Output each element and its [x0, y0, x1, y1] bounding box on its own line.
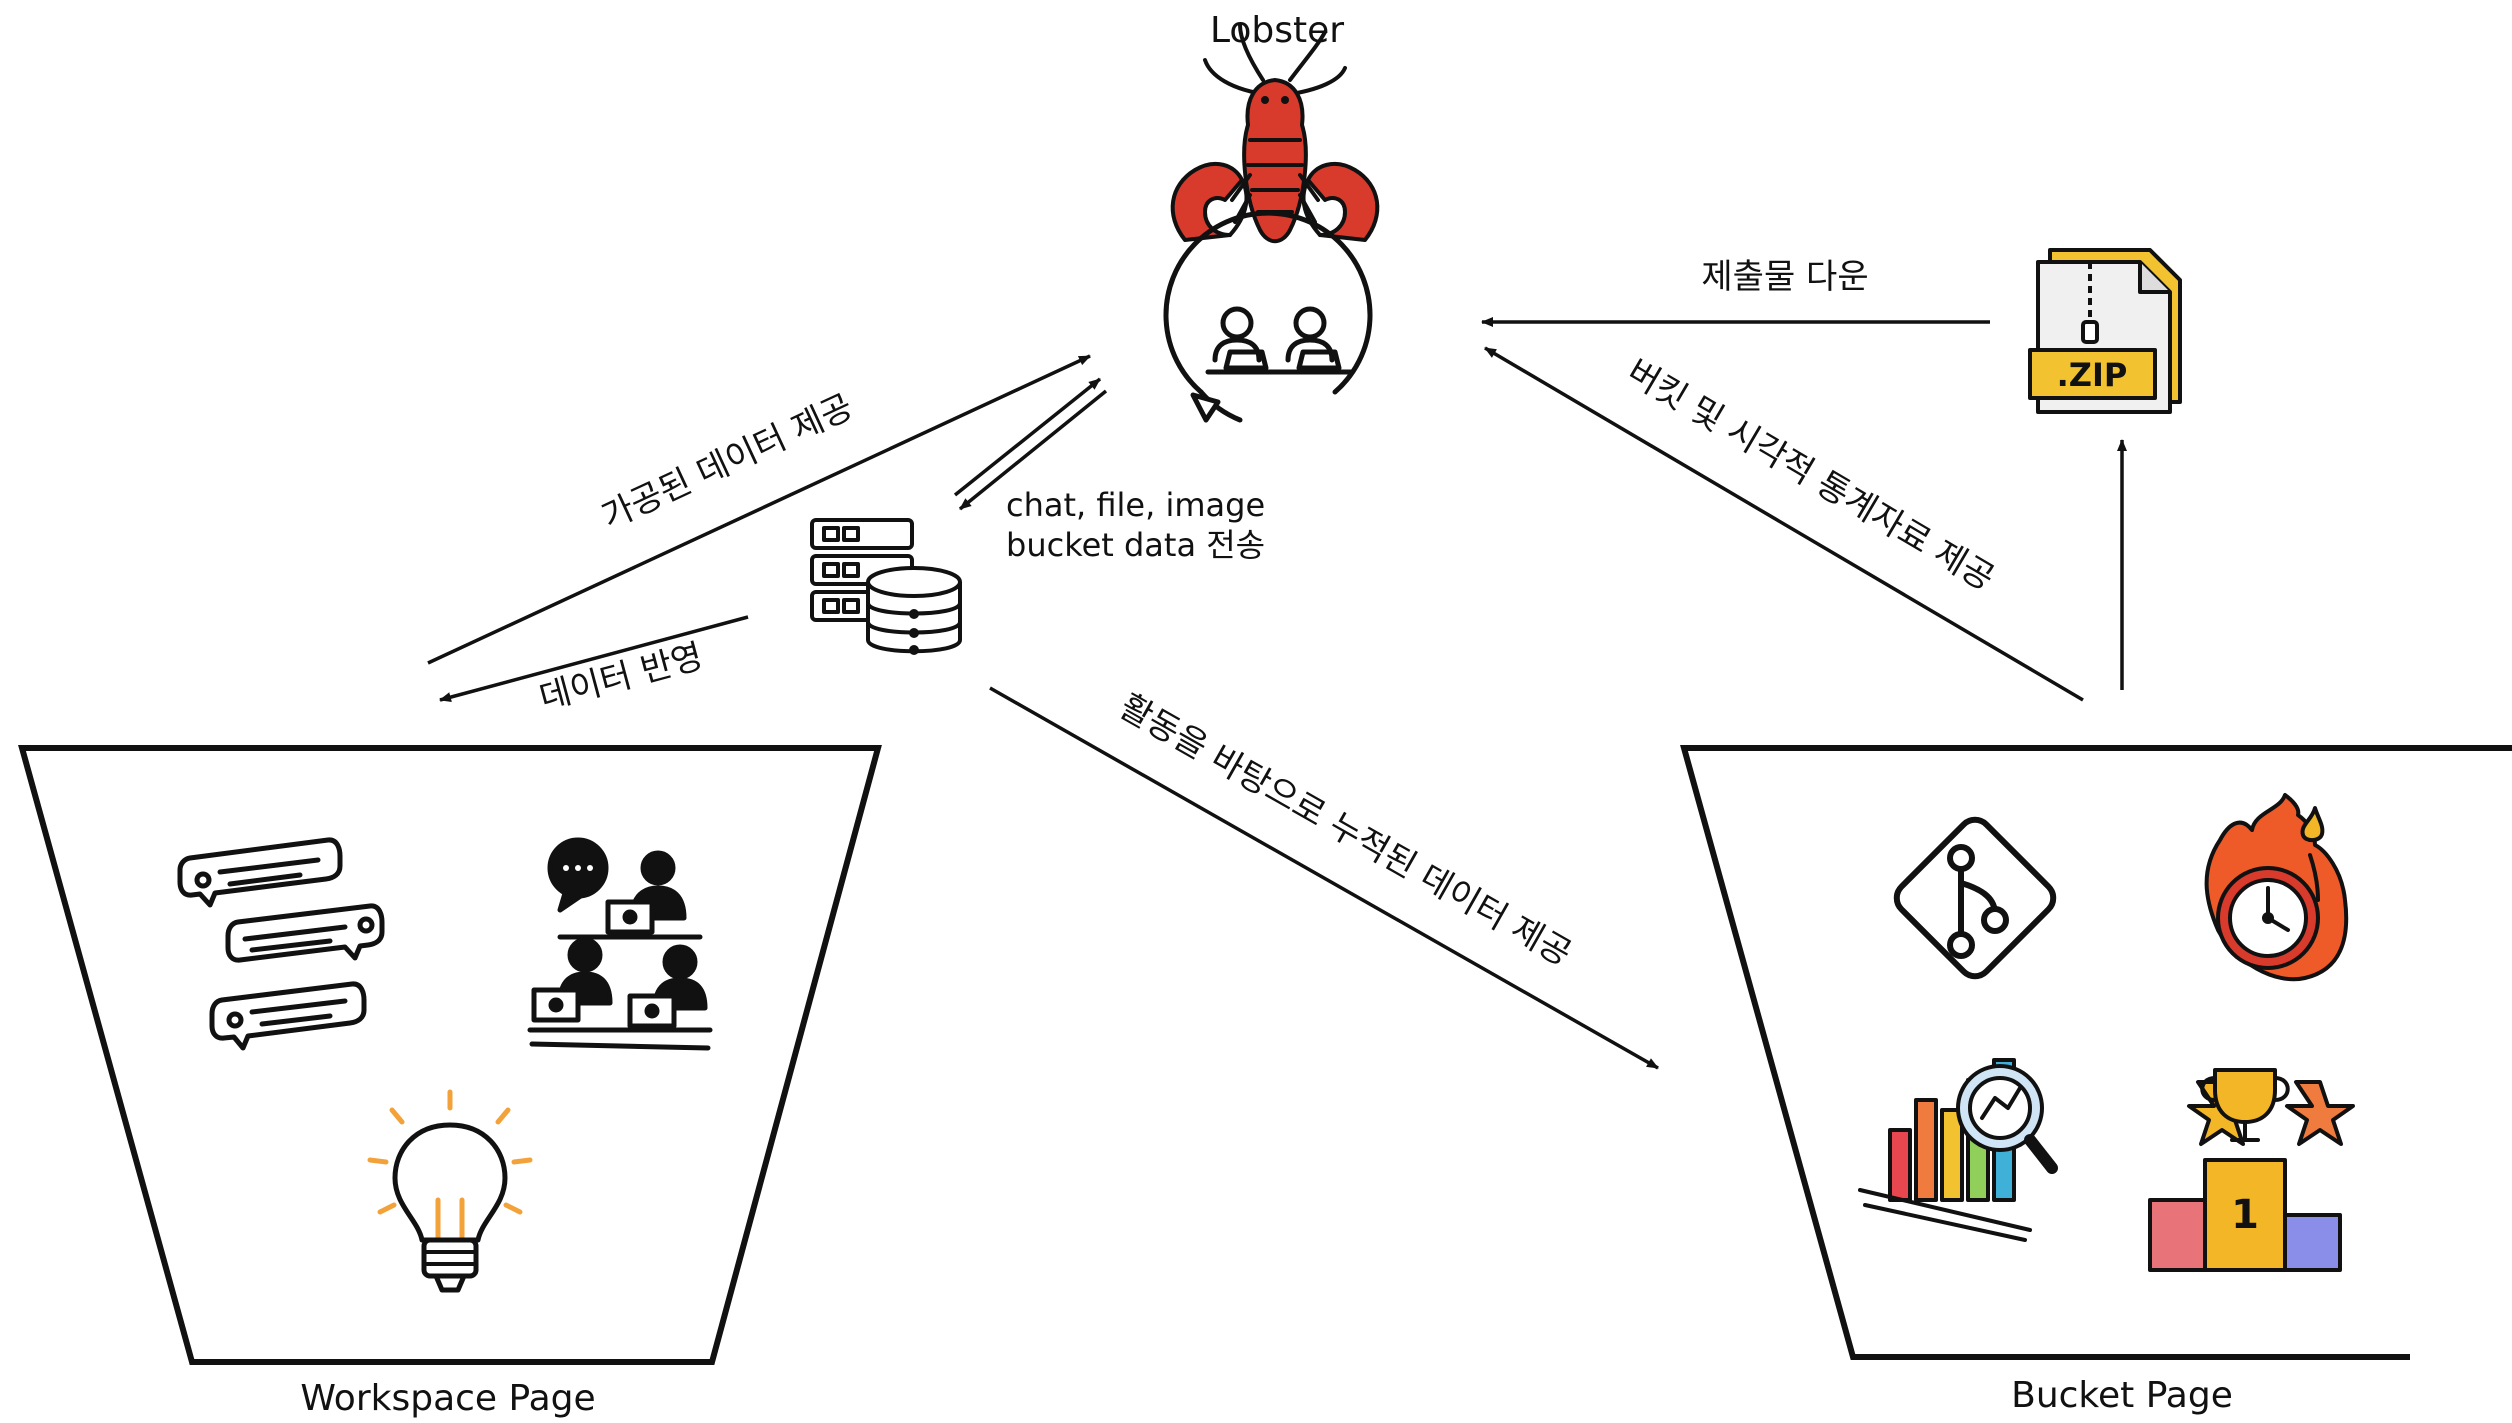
team-cycle-icon — [1163, 210, 1373, 423]
edge-transfer-arrow-down — [958, 389, 1108, 511]
edge-label-transfer-line2: bucket data 전송 — [1006, 526, 1265, 564]
svg-text:1: 1 — [2231, 1192, 2259, 1238]
edge-arrows — [427, 317, 2127, 1070]
zip-file-icon: .ZIP — [2028, 248, 2182, 414]
edge-bucket-stats-arrow — [1484, 346, 2084, 702]
lobster-title: Lobster — [1210, 10, 1344, 51]
edge-label-transfer-line1: chat, file, image — [1006, 486, 1265, 524]
database-icon — [810, 518, 962, 655]
edge-accumulated-arrow — [989, 686, 1659, 1070]
analytics-chart-icon — [1858, 1058, 2058, 1242]
edge-label-submission-download: 제출물 다운 — [1701, 257, 1868, 297]
fire-timer-icon — [2204, 793, 2349, 982]
chat-bubbles-icon — [177, 837, 385, 1051]
workspace-title: Workspace Page — [300, 1378, 595, 1419]
lobster-icon — [1170, 23, 1380, 244]
team-meeting-icon — [527, 837, 713, 1051]
edge-label-processed-data: 가공된 데이터 제공 — [596, 387, 859, 538]
lightbulb-icon — [367, 1089, 533, 1293]
edge-data-reflect-arrow — [439, 615, 749, 702]
edge-transfer-arrow-up — [953, 377, 1102, 497]
workspace-page-container — [18, 745, 882, 1365]
edge-processed-data-arrow — [427, 354, 1091, 665]
edge-label-bucket-stats: 버킷 및 시각적 통계자료 제공 — [1620, 352, 2001, 599]
git-branch-icon — [1893, 816, 2057, 980]
edge-label-data-reflect: 데이터 반영 — [535, 636, 707, 718]
bucket-title: Bucket Page — [2011, 1375, 2233, 1416]
zip-label: .ZIP — [2057, 356, 2128, 394]
bucket-page-container — [1680, 745, 2512, 1360]
edge-label-accumulated: 활동을 바탕으로 누적된 데이터 제공 — [1113, 686, 1578, 974]
trophy-podium-icon: 1 — [2148, 1068, 2355, 1272]
